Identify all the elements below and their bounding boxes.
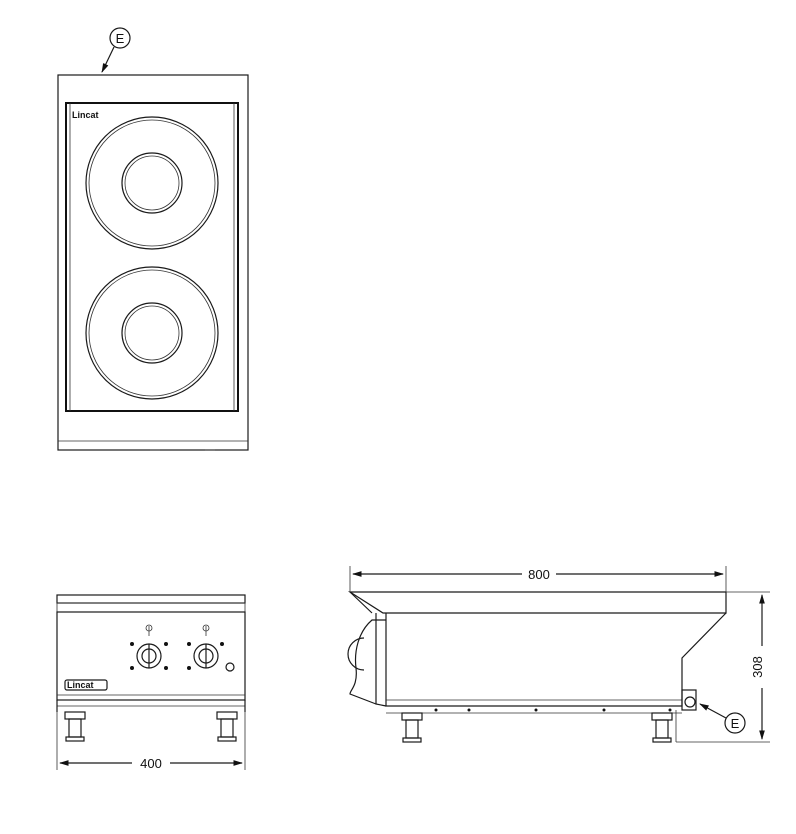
width-dimension: 400 [56,712,246,771]
hotplate-rear [85,116,219,250]
side-callout-label: E [731,716,740,731]
plan-outer-frame [57,74,249,451]
plan-callout-label: E [116,31,125,46]
hotplate-front [85,266,219,400]
plan-hob-top [65,102,239,412]
control-knob-left [130,624,168,670]
front-brand-plate: Lincat [64,679,108,691]
side-knob-profile [349,619,386,705]
front-body [56,611,246,701]
length-dimension-label: 800 [528,567,550,582]
length-dimension: 800 [349,566,727,592]
power-indicator-light [225,662,235,672]
side-callout-e: E [699,703,746,734]
side-foot-front [401,712,423,743]
side-body [385,612,727,707]
height-dimension: 308 [676,591,770,743]
front-view: Lincat [56,594,246,771]
control-knob-right [187,624,224,670]
front-foot-left [64,711,86,742]
plan-callout-e: E [101,27,131,73]
side-foot-rear [651,712,673,743]
power-terminal [675,689,697,742]
side-top-plate [347,591,727,614]
plan-brand-logo: Lincat [72,110,99,120]
front-foot-right [216,711,238,742]
width-dimension-label: 400 [140,756,162,771]
side-view: E 800 308 [347,566,770,743]
svg-text:Lincat: Lincat [67,680,94,690]
plan-view: Lincat E [57,27,249,451]
height-dimension-label: 308 [750,656,765,678]
